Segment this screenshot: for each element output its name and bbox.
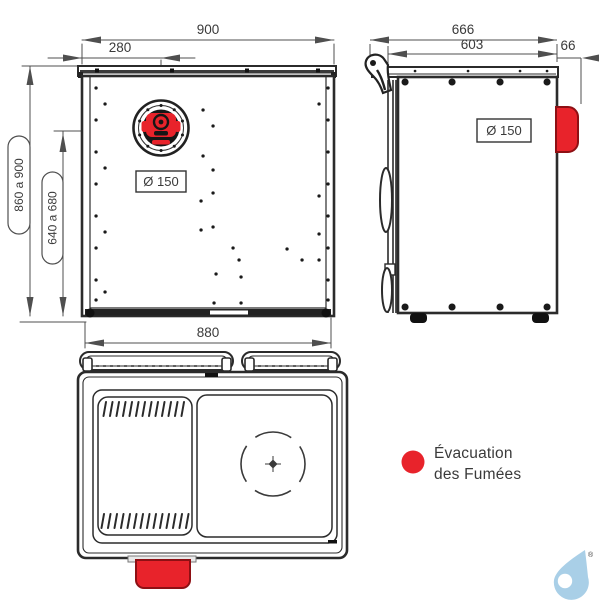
side-hinge-pin xyxy=(370,60,376,66)
top-vent-slots-upper xyxy=(102,401,185,417)
top-view xyxy=(76,351,349,589)
dim-66-label: 66 xyxy=(560,38,575,53)
dim-880-label: 880 xyxy=(197,325,220,340)
water-drop-icon xyxy=(553,550,589,600)
registered-mark: ® xyxy=(588,551,594,559)
dim-280-label: 280 xyxy=(109,40,132,55)
back-flue-outlet xyxy=(132,99,190,157)
back-view: 900 280 860 a 900 640 a 680 xyxy=(7,22,337,349)
dim-900 xyxy=(81,36,335,65)
dim-860-900-capsule xyxy=(7,135,31,235)
legend-line1: Évacuation xyxy=(434,445,513,462)
back-body xyxy=(80,74,336,318)
side-body xyxy=(396,75,559,315)
side-flue-outlet xyxy=(555,106,579,153)
dim-666-label: 666 xyxy=(452,22,475,37)
dim-860-900 xyxy=(19,65,91,323)
side-door xyxy=(379,80,397,313)
top-hotplate-ring xyxy=(240,431,306,497)
legend-marker xyxy=(401,450,425,474)
dim-66 xyxy=(557,54,599,104)
side-hinge-arm xyxy=(375,69,387,91)
back-panel-screws xyxy=(94,86,330,305)
back-flue-diameter-box xyxy=(135,170,187,193)
legend-line2: des Fumées xyxy=(434,466,521,483)
side-view: 666 603 66 xyxy=(364,22,599,323)
brand-watermark: ® xyxy=(553,550,594,600)
top-body xyxy=(76,370,349,560)
dim-640-680-label: 640 a 680 xyxy=(46,191,60,245)
side-foot-front xyxy=(410,313,427,323)
top-flue-outlet xyxy=(135,559,191,589)
top-vent-slots-lower xyxy=(100,513,190,529)
side-foot-back xyxy=(532,313,549,323)
side-flue-diameter-label: Ø 150 xyxy=(486,123,521,138)
dim-900-label: 900 xyxy=(197,22,220,37)
dim-880 xyxy=(84,317,332,349)
legend: Évacuation des Fumées xyxy=(401,445,521,483)
side-top-plate xyxy=(371,66,559,78)
dim-640-680-capsule xyxy=(41,171,64,265)
back-flue-diameter-label: Ø 150 xyxy=(143,174,178,189)
dim-860-900-label: 860 a 900 xyxy=(12,158,26,212)
dim-603-label: 603 xyxy=(461,37,484,52)
dim-666 xyxy=(369,36,558,62)
side-flue-diameter-box xyxy=(476,118,532,143)
top-rails xyxy=(79,351,341,372)
dim-603 xyxy=(387,46,557,70)
